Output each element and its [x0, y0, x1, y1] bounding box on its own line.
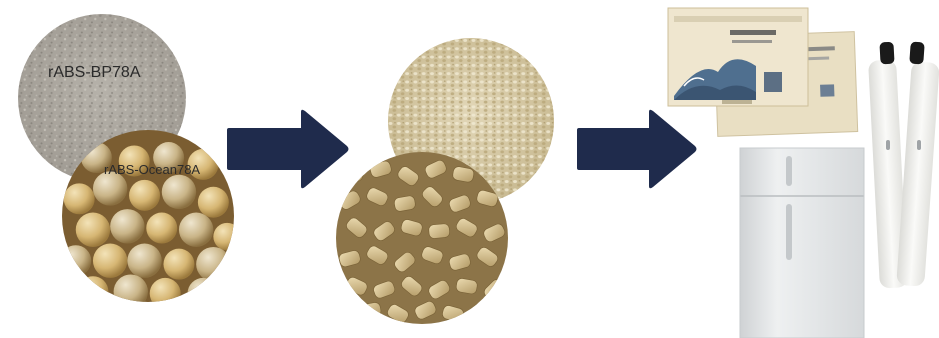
cylindrical-pellets-texture [336, 152, 508, 324]
packaging-box [668, 8, 858, 136]
cylindrical-pellets-image [336, 152, 508, 324]
rabs-ocean78a-label: rABS-Ocean78A [104, 162, 200, 177]
end-products-illustration [660, 0, 939, 338]
refrigerator [740, 148, 864, 338]
right-arrow-icon [223, 108, 351, 190]
ocean-pellets-texture [62, 130, 234, 302]
electric-toothbrushes [868, 42, 939, 289]
ocean-plastic-pellets-image [62, 130, 234, 302]
rabs-bp78a-label: rABS-BP78A [48, 64, 140, 82]
